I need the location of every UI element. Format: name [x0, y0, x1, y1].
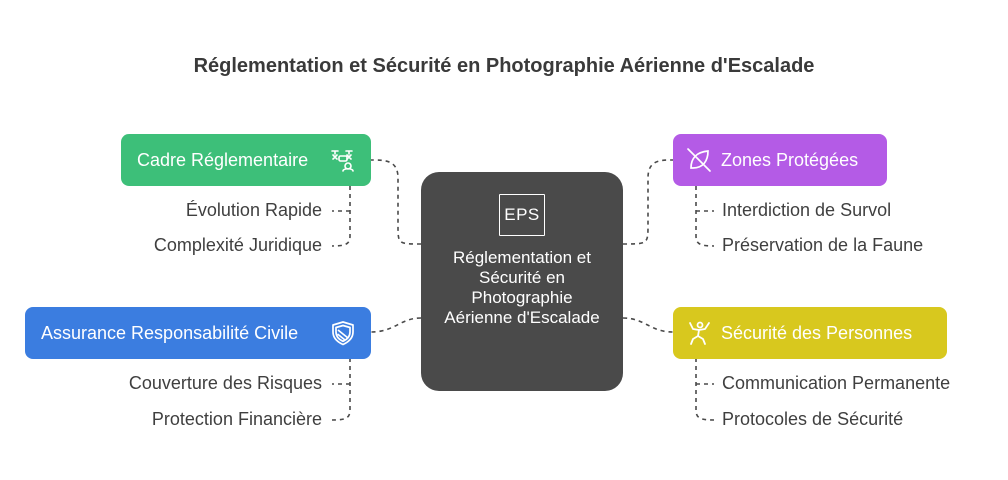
node-securite-personnes[interactable]: Sécurité des Personnes	[673, 307, 947, 359]
central-topic[interactable]: EPS Réglementation et Sécurité en Photog…	[421, 172, 623, 391]
connector-cadre-items	[331, 186, 351, 247]
item-protocoles-securite: Protocoles de Sécurité	[722, 409, 904, 429]
connector-zones-items	[695, 186, 715, 247]
node-assurance-label: Assurance Responsabilité Civile	[41, 322, 299, 343]
item-complexite-juridique: Complexité Juridique	[153, 235, 322, 255]
eps-badge: EPS	[499, 194, 545, 236]
node-cadre-label: Cadre Réglementaire	[137, 149, 309, 170]
node-zones-label: Zones Protégées	[721, 149, 859, 170]
connector-securite	[622, 317, 674, 333]
item-couverture-risques: Couverture des Risques	[128, 373, 322, 393]
item-protection-financiere: Protection Financière	[151, 409, 322, 429]
node-cadre-reglementaire[interactable]: Cadre Réglementaire	[121, 134, 371, 186]
node-assurance[interactable]: Assurance Responsabilité Civile	[25, 307, 371, 359]
connector-assurance-items	[331, 358, 351, 421]
person-waving-icon	[685, 319, 713, 347]
node-securite-label: Sécurité des Personnes	[721, 322, 913, 343]
item-preservation-faune: Préservation de la Faune	[722, 235, 924, 255]
shield-icon	[329, 319, 357, 347]
connector-assurance	[370, 317, 422, 333]
diagram-title: Réglementation et Sécurité en Photograph…	[193, 55, 815, 77]
connector-securite-items	[695, 358, 715, 421]
central-topic-label: Réglementation et Sécurité en Photograph…	[444, 248, 600, 327]
drone-icon	[329, 146, 357, 174]
connector-zones	[622, 159, 674, 245]
item-communication-permanente: Communication Permanente	[722, 373, 951, 393]
node-zones-protegees[interactable]: Zones Protégées	[673, 134, 887, 186]
connector-cadre	[370, 159, 422, 245]
leaf-slash-icon	[685, 146, 713, 174]
item-evolution-rapide: Évolution Rapide	[185, 200, 322, 220]
item-interdiction-survol: Interdiction de Survol	[722, 200, 892, 220]
